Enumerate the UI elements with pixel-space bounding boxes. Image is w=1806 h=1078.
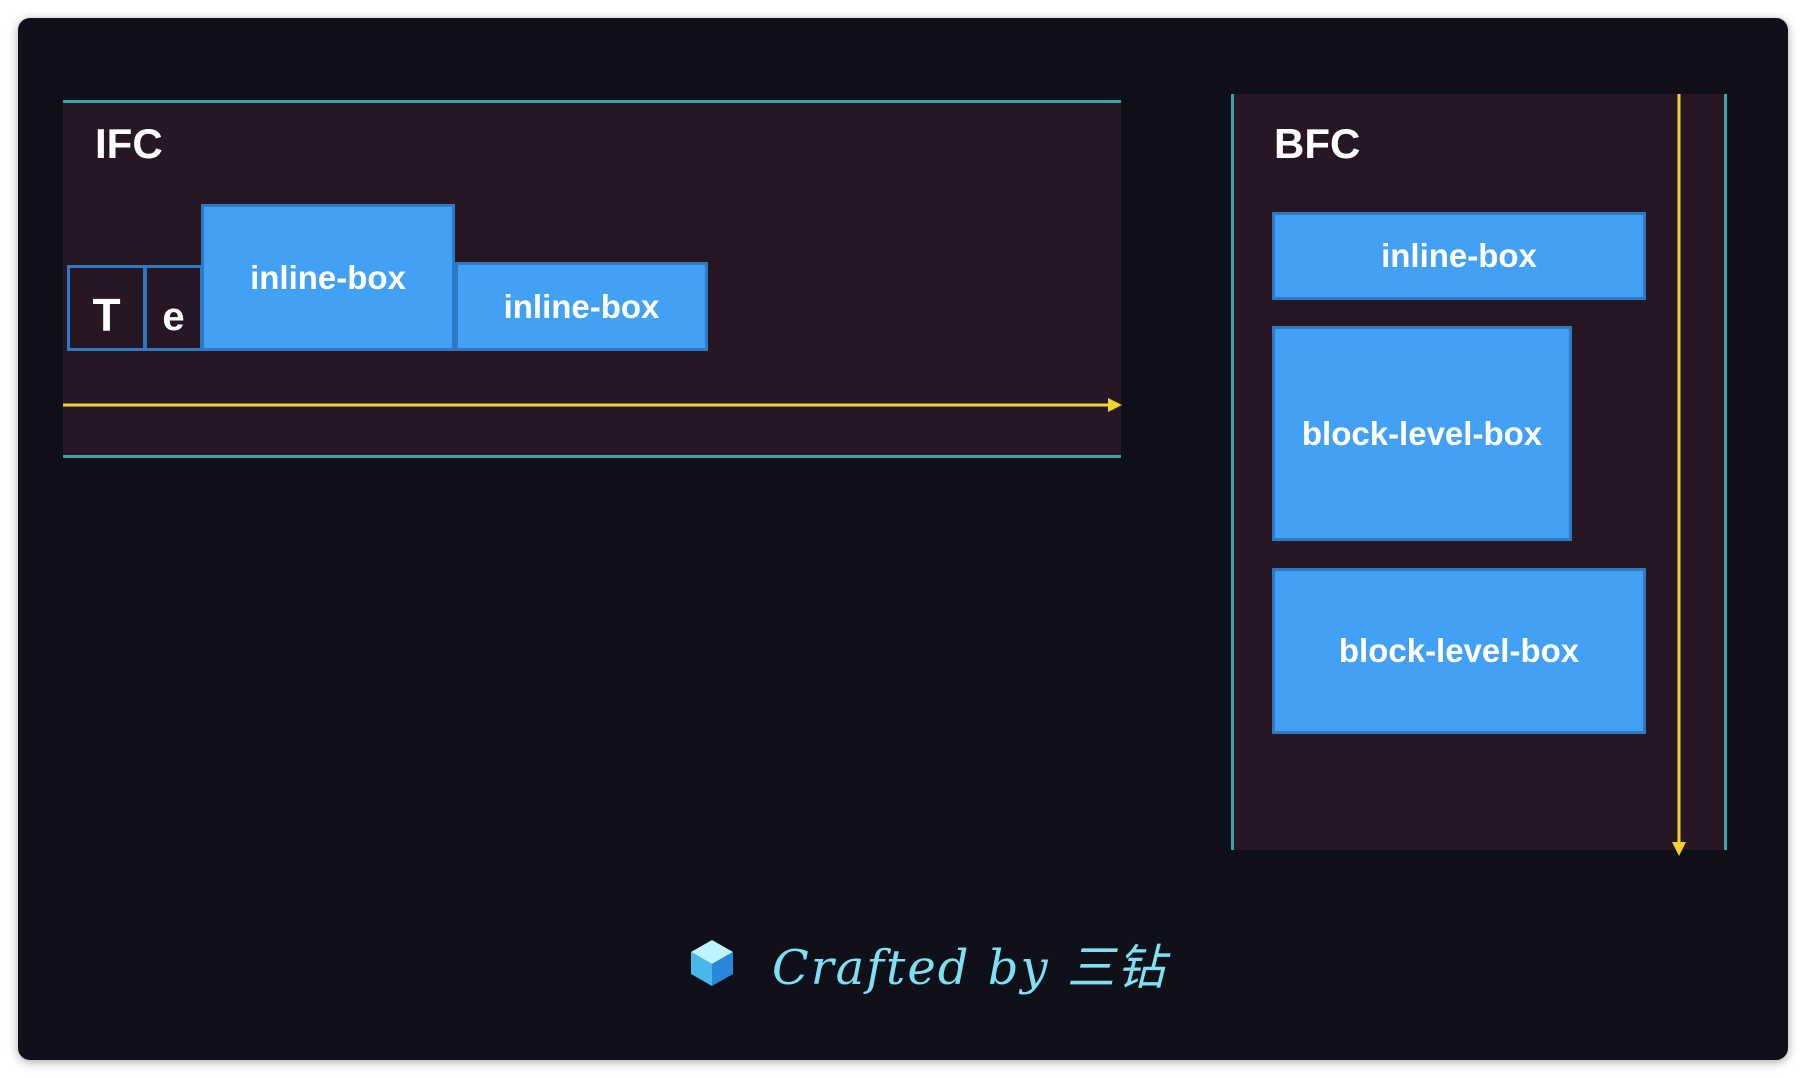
- ifc-title: IFC: [95, 120, 163, 167]
- ifc-inline-box-tall: inline-box: [201, 204, 455, 351]
- bfc-block-level-box-1: block-level-box: [1272, 326, 1572, 541]
- bfc-title: BFC: [1274, 120, 1361, 167]
- credit-text: Crafted by 三钻: [772, 940, 1167, 996]
- ifc-char-box-t: T: [67, 265, 146, 351]
- ifc-inline-box: inline-box: [455, 262, 708, 351]
- credit: Crafted by 三钻: [688, 928, 1167, 998]
- bfc-inline-box: inline-box: [1272, 212, 1646, 300]
- ifc-char-box-e: e: [144, 265, 203, 351]
- diagram-canvas: IFC T e inline-box inline-box BFC inline…: [18, 18, 1788, 1060]
- bfc-block-level-box-2: block-level-box: [1272, 568, 1646, 734]
- cube-logo-icon: [691, 940, 733, 986]
